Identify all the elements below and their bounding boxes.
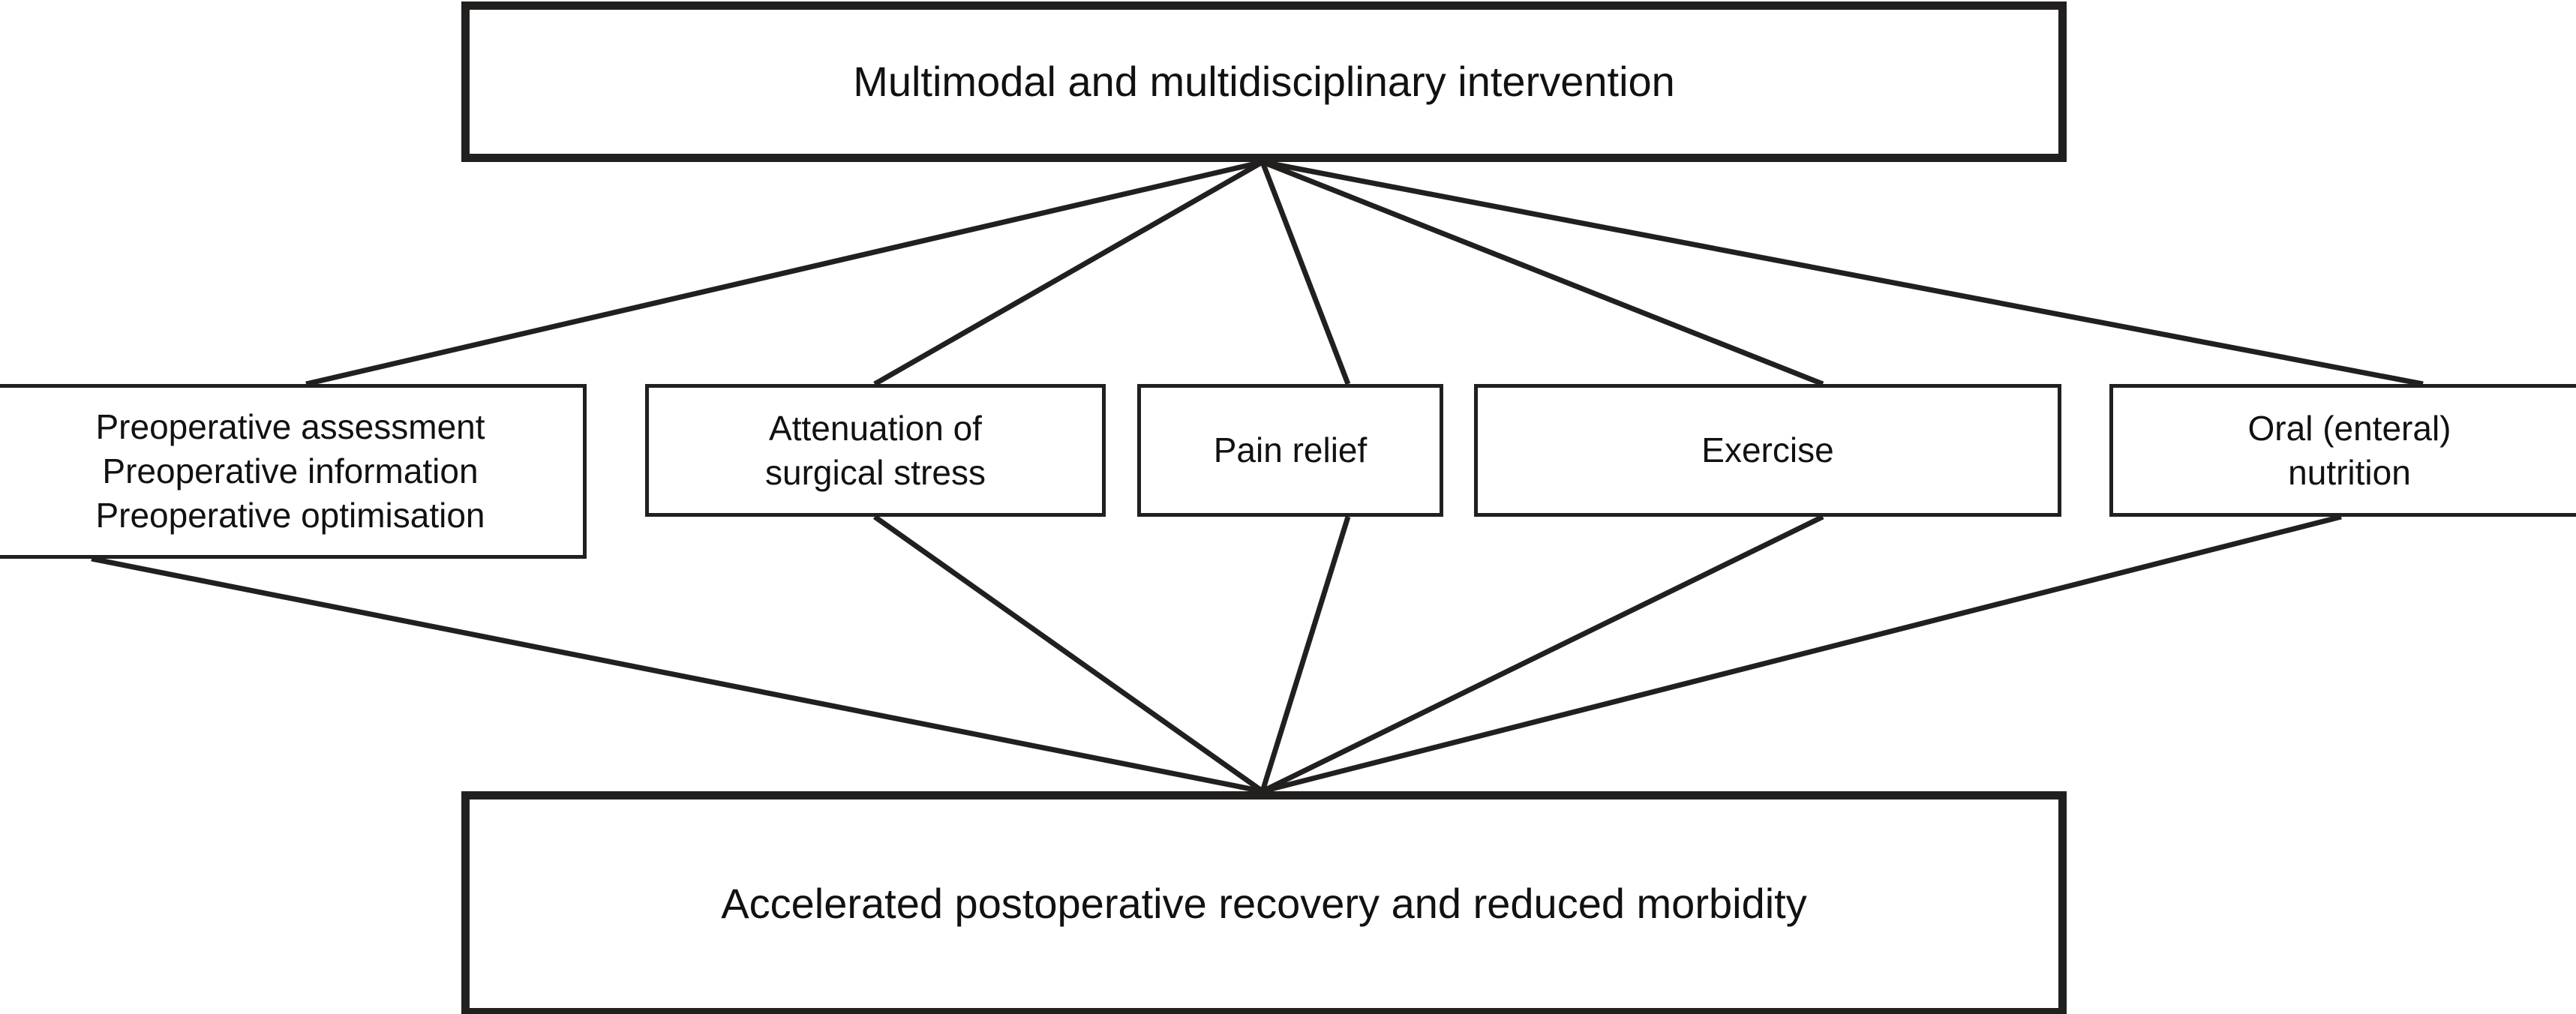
node-accelerated-recovery-label: Accelerated postoperative recovery and r… <box>721 880 1807 928</box>
node-preoperative-label: Preoperative assessment Preoperative inf… <box>95 407 485 535</box>
edge-top-to-attenuation <box>873 159 1264 387</box>
edge-top-to-exercise <box>1261 159 1824 387</box>
node-oral-enteral-nutrition: Oral (enteral) nutrition <box>2109 384 2576 517</box>
node-accelerated-recovery: Accelerated postoperative recovery and r… <box>461 791 2067 1014</box>
edge-nutrition-to-bottom <box>1262 514 2342 794</box>
node-attenuation-surgical-stress-label: Attenuation of surgical stress <box>765 408 986 492</box>
edge-top-to-pain-relief <box>1259 160 1351 386</box>
edge-pain-relief-to-bottom <box>1259 515 1351 793</box>
node-oral-enteral-nutrition-label: Oral (enteral) nutrition <box>2247 408 2451 492</box>
node-pain-relief-label: Pain relief <box>1213 430 1368 470</box>
edge-attenuation-to-bottom <box>872 514 1265 794</box>
node-pain-relief: Pain relief <box>1137 384 1443 517</box>
node-attenuation-surgical-stress: Attenuation of surgical stress <box>645 384 1106 517</box>
edge-preoperative-to-bottom <box>91 556 1263 794</box>
node-multimodal-intervention-label: Multimodal and multidisciplinary interve… <box>853 58 1675 106</box>
node-exercise-label: Exercise <box>1701 430 1834 470</box>
node-preoperative: Preoperative assessment Preoperative inf… <box>0 384 587 559</box>
edge-top-to-nutrition <box>1262 159 2424 387</box>
edge-top-to-preoperative <box>305 159 1263 387</box>
edge-exercise-to-bottom <box>1261 514 1824 794</box>
node-multimodal-intervention: Multimodal and multidisciplinary interve… <box>461 2 2067 162</box>
node-exercise: Exercise <box>1474 384 2061 517</box>
